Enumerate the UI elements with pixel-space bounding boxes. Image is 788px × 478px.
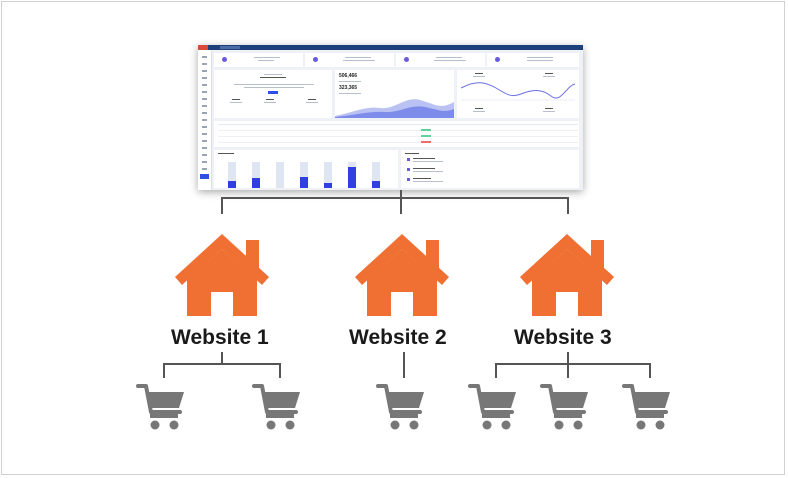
orders-table — [214, 121, 579, 147]
house-icon — [520, 234, 614, 316]
stat-card — [396, 53, 485, 67]
house-icon — [355, 234, 449, 316]
dashboard-titlebar — [198, 45, 583, 50]
profile-card — [214, 70, 332, 118]
status-badge — [421, 129, 431, 131]
shopping-cart-icon — [622, 384, 670, 430]
status-badge — [421, 141, 431, 143]
shopping-cart-icon — [136, 384, 184, 430]
dashboard-sidebar — [198, 50, 212, 190]
shopping-cart-icon — [252, 384, 300, 430]
shopping-cart-icon — [376, 384, 424, 430]
area-chart — [335, 99, 454, 118]
house-icon — [175, 234, 269, 316]
line-chart-card — [457, 70, 579, 118]
shopping-cart-icon — [468, 384, 516, 430]
shopping-cart-icon — [540, 384, 588, 430]
dashboard-screenshot: 506,466 323,365 — [198, 45, 583, 190]
metric-2-value: 323,365 — [339, 85, 358, 91]
stat-card — [487, 53, 579, 67]
status-badge — [421, 135, 431, 137]
website-3-label: Website 3 — [514, 326, 612, 349]
area-chart-card: 506,466 323,365 — [335, 70, 454, 118]
stat-card — [305, 53, 394, 67]
website-2-label: Website 2 — [349, 326, 447, 349]
stat-card — [214, 53, 303, 67]
metric-1-value: 506,466 — [339, 73, 358, 79]
bar-chart-card — [214, 150, 398, 188]
website-1-label: Website 1 — [171, 326, 269, 349]
profile-button — [268, 91, 278, 94]
activity-card — [401, 150, 579, 188]
line-chart — [461, 82, 575, 101]
